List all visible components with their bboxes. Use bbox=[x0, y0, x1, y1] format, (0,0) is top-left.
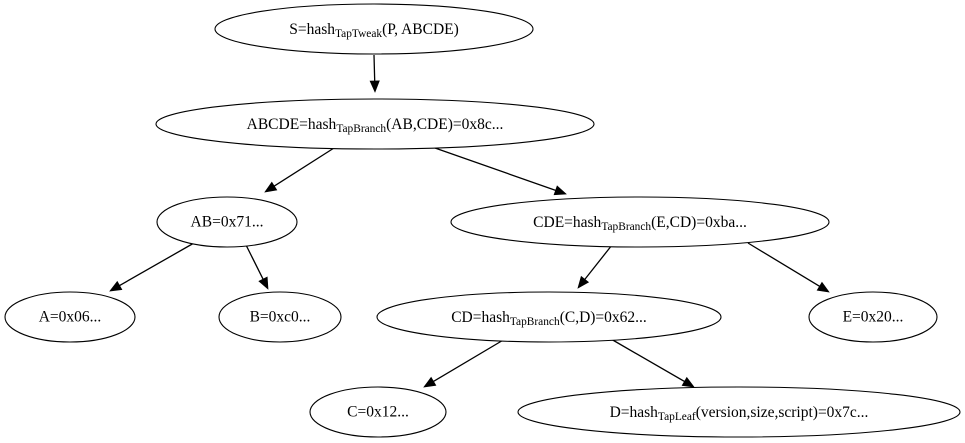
node-d[interactable]: D=hashTapLeaf(version,size,script)=0x7c.… bbox=[517, 386, 961, 438]
edges-layer bbox=[109, 54, 830, 388]
node-label: E=0x20... bbox=[843, 309, 904, 326]
node-cd[interactable]: CD=hashTapBranch(C,D)=0x62... bbox=[376, 291, 722, 343]
node-label: S=hashTapTweak(P, ABCDE) bbox=[289, 21, 459, 40]
node-ellipse[interactable] bbox=[4, 291, 136, 343]
arrowhead-icon bbox=[681, 376, 695, 388]
node-label: C=0x12... bbox=[347, 404, 409, 421]
node-ellipse[interactable] bbox=[155, 98, 595, 150]
edge-cd-to-d bbox=[610, 338, 695, 388]
node-e[interactable]: E=0x20... bbox=[808, 291, 938, 343]
node-ellipse[interactable] bbox=[218, 291, 342, 343]
node-ellipse[interactable] bbox=[309, 386, 447, 438]
node-cde[interactable]: CDE=hashTapBranch(E,CD)=0xba... bbox=[450, 196, 830, 248]
node-label: CDE=hashTapBranch(E,CD)=0xba... bbox=[533, 214, 747, 233]
edge-cd-to-c bbox=[423, 338, 506, 388]
edge-abcde-to-cde bbox=[434, 147, 567, 196]
node-c[interactable]: C=0x12... bbox=[309, 386, 447, 438]
node-b[interactable]: B=0xc0... bbox=[218, 291, 342, 343]
edge-cde-to-cd bbox=[577, 244, 613, 289]
edge-line bbox=[273, 147, 335, 187]
node-label: B=0xc0... bbox=[250, 309, 311, 326]
node-abcde[interactable]: ABCDE=hashTapBranch(AB,CDE)=0x8c... bbox=[155, 98, 595, 150]
node-label: A=0x06... bbox=[39, 309, 102, 326]
node-ab[interactable]: AB=0x71... bbox=[156, 196, 298, 248]
node-ellipse[interactable] bbox=[450, 196, 830, 248]
node-label: CD=hashTapBranch(C,D)=0x62... bbox=[451, 309, 647, 328]
edge-line bbox=[119, 242, 195, 287]
edge-line bbox=[747, 242, 820, 287]
arrowhead-icon bbox=[369, 80, 380, 93]
edge-abcde-to-ab bbox=[264, 147, 335, 193]
nodes-layer: S=hashTapTweak(P, ABCDE) ABCDE=hashTapBra… bbox=[4, 3, 961, 438]
edge-cde-to-e bbox=[747, 242, 830, 293]
edge-s-to-abcde bbox=[369, 54, 380, 93]
node-s[interactable]: S=hashTapTweak(P, ABCDE) bbox=[214, 3, 534, 55]
arrowhead-icon bbox=[423, 376, 437, 388]
node-ellipse[interactable] bbox=[214, 3, 534, 55]
arrowhead-icon bbox=[264, 181, 278, 193]
arrowhead-icon bbox=[816, 281, 830, 293]
edge-line bbox=[584, 244, 613, 280]
arrowhead-icon bbox=[553, 185, 567, 196]
node-label: ABCDE=hashTapBranch(AB,CDE)=0x8c... bbox=[247, 116, 504, 135]
node-label: D=hashTapLeaf(version,size,script)=0x7c.… bbox=[610, 404, 869, 423]
edge-line bbox=[434, 147, 556, 191]
edge-line bbox=[433, 338, 506, 382]
node-a[interactable]: A=0x06... bbox=[4, 291, 136, 343]
node-ellipse[interactable] bbox=[517, 386, 961, 438]
edge-line bbox=[245, 244, 264, 280]
arrowhead-icon bbox=[109, 280, 123, 292]
edge-ab-to-a bbox=[109, 242, 195, 292]
arrowhead-icon bbox=[258, 276, 269, 290]
node-label: AB=0x71... bbox=[191, 214, 264, 231]
edge-ab-to-b bbox=[245, 244, 269, 290]
node-ellipse[interactable] bbox=[808, 291, 938, 343]
edge-line bbox=[373, 54, 376, 82]
edge-line bbox=[610, 338, 685, 383]
node-ellipse[interactable] bbox=[156, 196, 298, 248]
node-ellipse[interactable] bbox=[376, 291, 722, 343]
arrowhead-icon bbox=[577, 275, 590, 289]
